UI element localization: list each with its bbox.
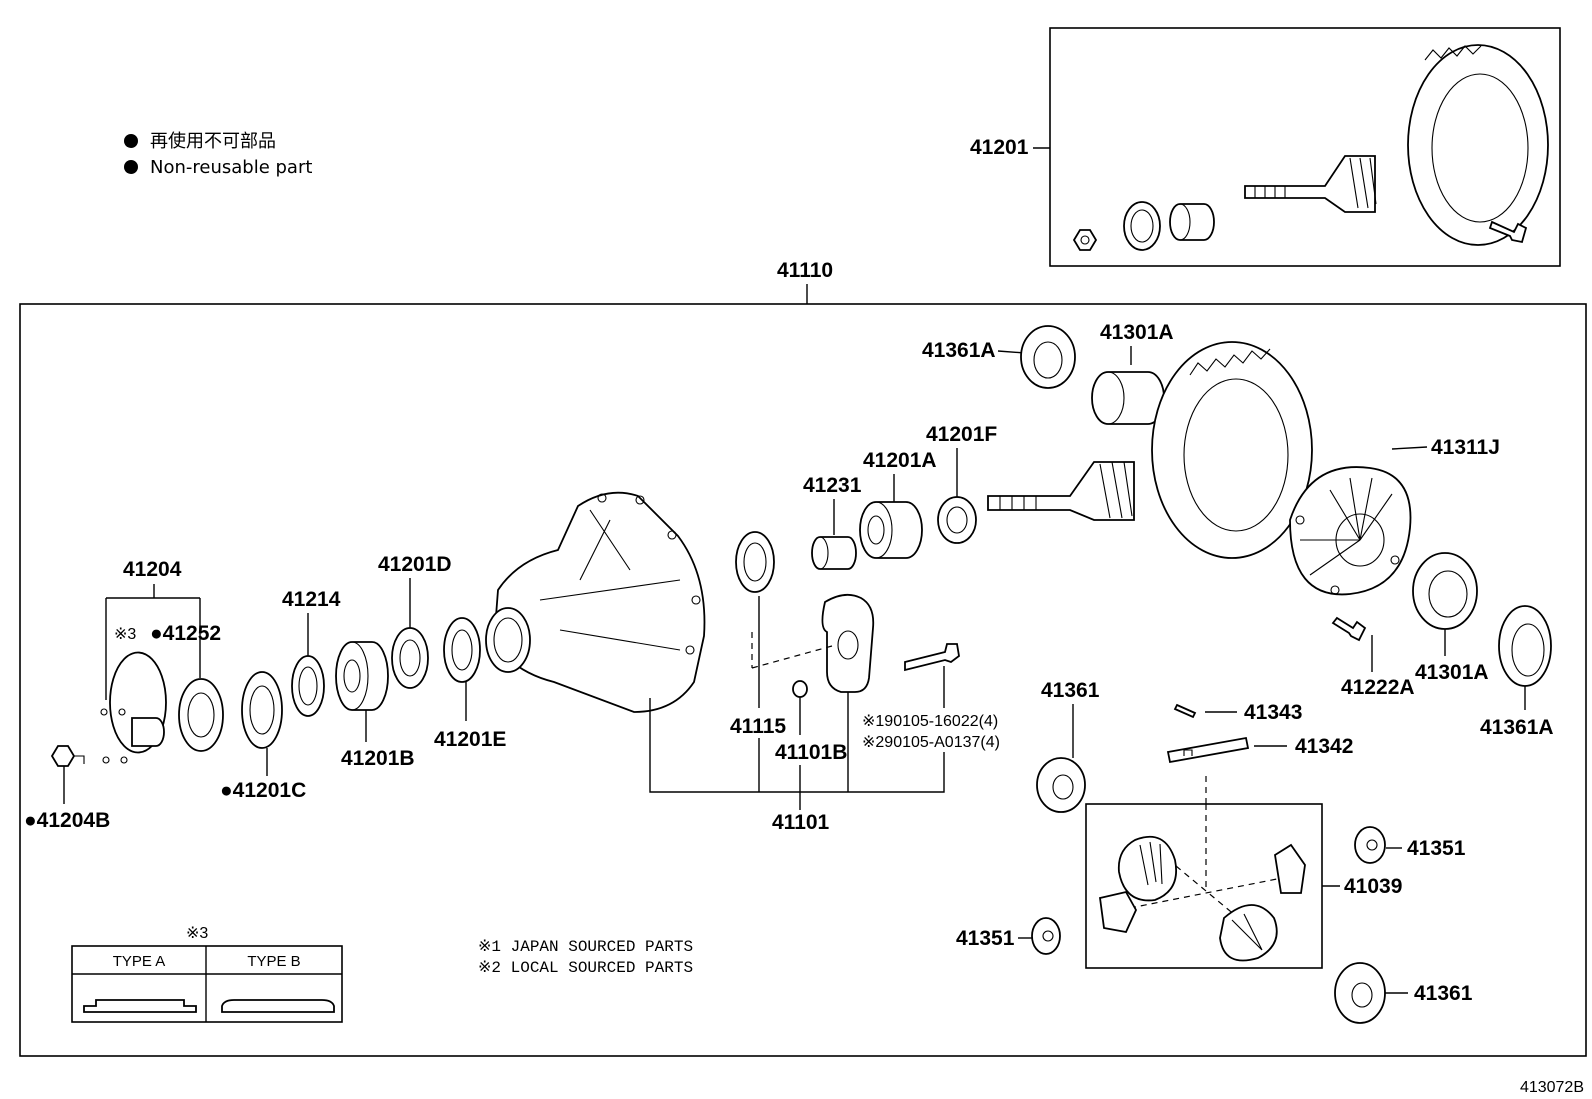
label-41201A: 41201A [863,449,937,472]
legend-japanese: 再使用不可部品 [150,131,276,152]
label-41311J: 41311J [1431,436,1500,459]
label-41204: 41204 [123,558,182,581]
label-41201E: 41201E [434,728,506,751]
label-41039: 41039 [1344,875,1402,898]
label-41361A-top: 41361A [922,339,996,362]
sourcing-notes: ※1 JAPAN SOURCED PARTS ※2 LOCAL SOURCED … [478,938,693,977]
label-bolt-2: ※290105-A0137(4) [862,734,1000,751]
lower-right-parts: 41361 41343 41342 41039 41351 [956,679,1473,1024]
label-41361-bottom: 41361 [1414,982,1473,1005]
right-upper-parts: 41361A 41301A 41201F 41201A 41231 41311J [803,321,1554,739]
label-bolt-1: ※190105-16022(4) [862,713,998,730]
label-41301A-right: 41301A [1415,661,1489,684]
label-41201D: 41201D [378,553,452,576]
label-41361-mid: 41361 [1041,679,1100,702]
main-assembly-frame: 41110 [19,259,1587,1057]
label-41301A-top: 41301A [1100,321,1174,344]
left-parts: 41204 ※3 ●41252 ●41204B ●41201C 41214 [24,553,506,832]
note-local-sourced: ※2 LOCAL SOURCED PARTS [478,959,693,977]
label-41214: 41214 [282,588,341,611]
label-41201: 41201 [970,136,1029,159]
type-a-header: TYPE A [113,953,166,970]
label-41201C: ●41201C [220,779,306,802]
label-41351-right: 41351 [1407,837,1466,860]
label-41222A: 41222A [1341,676,1415,699]
type-b-header: TYPE B [247,953,300,970]
label-41201F: 41201F [926,423,997,446]
carrier-housing: 41115 41101B ※190105-16022(4) ※290105-A0… [485,491,1000,834]
gear-set-box: 41201 [970,27,1561,267]
label-41252: ●41252 [150,622,221,645]
type-b-shape [221,999,335,1013]
type-table: ※3 TYPE A TYPE B [71,925,343,1023]
note-japan-sourced: ※1 JAPAN SOURCED PARTS [478,938,693,956]
legend-english: Non-reusable part [150,157,312,178]
type-table-ref: ※3 [186,925,208,942]
label-41361A-right: 41361A [1480,716,1554,739]
label-41101: 41101 [772,811,830,834]
label-41201B: 41201B [341,747,415,770]
label-41101B: 41101B [775,741,847,764]
legend: 再使用不可部品 Non-reusable part [124,131,312,178]
label-ref3: ※3 [114,626,136,643]
type-a-shape [83,999,197,1013]
label-41115: 41115 [730,715,786,738]
label-41110: 41110 [777,259,833,282]
label-41231: 41231 [803,474,862,497]
diagram-code: 413072B [1520,1079,1584,1096]
label-41204B: ●41204B [24,809,110,832]
label-41343: 41343 [1244,701,1302,724]
label-41342: 41342 [1295,735,1353,758]
label-41351-left: 41351 [956,927,1015,950]
